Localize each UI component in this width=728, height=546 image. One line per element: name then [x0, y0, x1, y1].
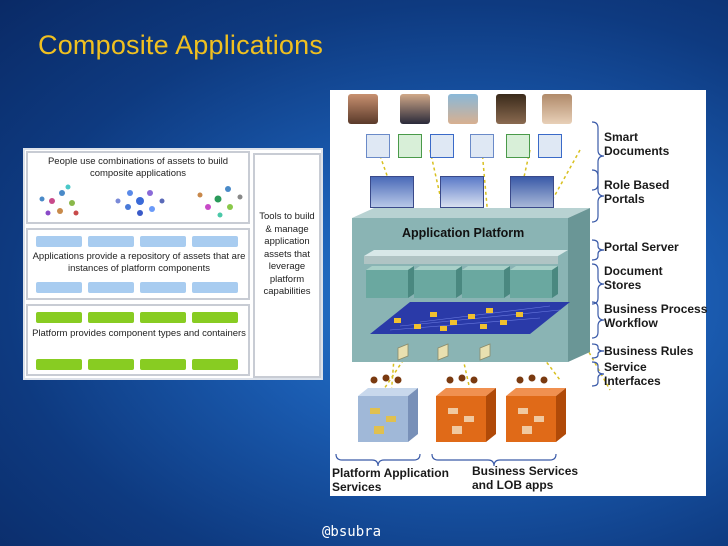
user-avatar-4: [496, 94, 526, 124]
people-section: People use combinations of assets to bui…: [26, 151, 250, 224]
user-avatar-5: [542, 94, 572, 124]
business-rules-label: Business Rules: [604, 344, 694, 358]
application-platform-label: Application Platform: [402, 226, 525, 240]
user-avatar-1: [348, 94, 378, 124]
word-document-icon: [538, 134, 562, 158]
portal-window-icon: [370, 176, 414, 208]
spreadsheet-document-icon: [506, 134, 530, 158]
tools-box: Tools to build & manage application asse…: [253, 153, 321, 378]
platform-section-text: Platform provides component types and co…: [32, 328, 246, 339]
portal-server-label: Portal Server: [604, 240, 679, 254]
platform-services-label: Platform Application Services: [332, 466, 449, 494]
spreadsheet-document-icon: [398, 134, 422, 158]
platform-section: Platform provides component types and co…: [26, 304, 250, 376]
business-services-label: Business Services and LOB apps: [472, 464, 579, 492]
author-handle: @bsubra: [322, 524, 382, 540]
service-interfaces-label: Service Interfaces: [604, 360, 661, 388]
role-portals-label: Role Based Portals: [604, 178, 670, 206]
portal-window-icon: [440, 176, 484, 208]
people-section-text: People use combinations of assets to bui…: [47, 156, 229, 179]
tools-text: Tools to build & manage application asse…: [259, 211, 315, 297]
smart-document-icon: [470, 134, 494, 158]
user-avatar-3: [448, 94, 478, 124]
asset-cluster-icons: [39, 184, 243, 218]
architecture-diagram: Application Platform Smart Documents Rol…: [330, 90, 708, 496]
diagram-graphics: [335, 121, 611, 467]
smart-document-icon: [366, 134, 390, 158]
smart-documents-label: Smart Documents: [604, 130, 670, 158]
business-process-label: Business Process Workflow: [604, 302, 708, 330]
user-avatar-2: [400, 94, 430, 124]
applications-section: Applications provide a repository of ass…: [26, 228, 250, 300]
asset-layers-panel: People use combinations of assets to bui…: [23, 148, 323, 380]
applications-section-text: Applications provide a repository of ass…: [32, 251, 246, 274]
portal-window-icon: [510, 176, 554, 208]
slide-title: Composite Applications: [38, 30, 324, 60]
document-stores-label: Document Stores: [604, 264, 663, 292]
word-document-icon: [430, 134, 454, 158]
